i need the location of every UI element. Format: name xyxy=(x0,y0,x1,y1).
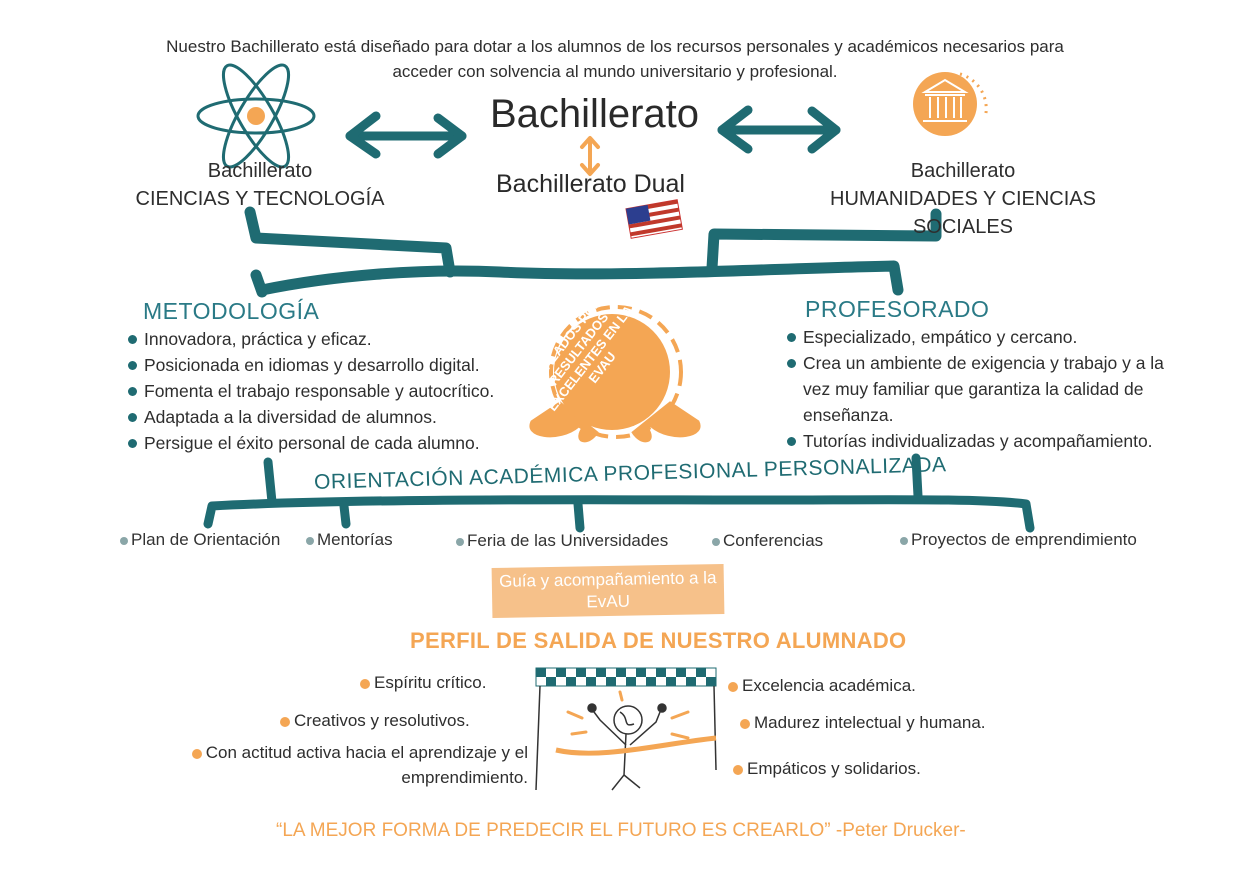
bullet-dot xyxy=(728,681,738,692)
main-title: Bachillerato xyxy=(490,92,700,136)
orientacion-item: Mentorías xyxy=(306,530,393,550)
bullet-dot xyxy=(280,716,290,727)
perfil-trait-label: Excelencia académica. xyxy=(742,676,916,695)
orientacion-item: Conferencias xyxy=(712,531,823,551)
intro-text: Nuestro Bachillerato está diseñado para … xyxy=(166,37,1064,81)
bullet-dot xyxy=(740,718,750,729)
branch-ciencias-line1: Bachillerato xyxy=(207,160,313,182)
perfil-trait: Creativos y resolutivos. xyxy=(280,708,470,733)
guide-box: Guía y acompañamiento a la EvAU xyxy=(491,563,725,619)
perfil-trait: Empáticos y solidarios. xyxy=(733,756,921,781)
branch-ciencias: Bachillerato CIENCIAS Y TECNOLOGÍA xyxy=(130,157,390,213)
bullet-dot xyxy=(120,536,128,545)
orientacion-item-label: Feria de las Universidades xyxy=(467,531,669,550)
up-down-arrow-icon xyxy=(580,136,600,176)
perfil-heading: PERFIL DE SALIDA DE NUESTRO ALUMNADO xyxy=(410,628,907,653)
perfil-trait: Con actitud activa hacia el aprendizaje … xyxy=(172,740,528,790)
bullet-dot xyxy=(306,536,314,545)
perfil-trait: Madurez intelectual y humana. xyxy=(740,710,986,735)
list-item: Especializado, empático y cercano. xyxy=(787,324,1177,350)
bullet-dot xyxy=(456,537,464,546)
list-item: Adaptada a la diversidad de alumnos. xyxy=(128,404,528,430)
double-arrow-right-icon xyxy=(717,105,841,154)
orientacion-item: Plan de Orientación xyxy=(120,530,280,550)
perfil-trait: Excelencia académica. xyxy=(728,673,916,698)
orientacion-item-label: Proyectos de emprendimiento xyxy=(911,530,1137,549)
dual-title: Bachillerato Dual xyxy=(496,170,685,198)
closing-quote: “LA MEJOR FORMA DE PREDECIR EL FUTURO ES… xyxy=(276,820,966,841)
badge-ribbon-icon xyxy=(527,305,703,445)
atom-icon xyxy=(196,63,316,169)
double-arrow-left-icon xyxy=(345,111,467,159)
branch-ciencias-line2: CIENCIAS Y TECNOLOGÍA xyxy=(135,188,385,210)
usa-flag-icon xyxy=(625,199,683,239)
metodologia-heading: METODOLOGÍA xyxy=(143,298,320,324)
top-bracket xyxy=(244,206,942,298)
perfil-trait-label: Empáticos y solidarios. xyxy=(747,759,921,778)
list-item: Posicionada en idiomas y desarrollo digi… xyxy=(128,352,528,378)
list-item: Crea un ambiente de exigencia y trabajo … xyxy=(787,350,1177,428)
orientacion-item: Proyectos de emprendimiento xyxy=(900,530,1137,550)
classical-building-icon xyxy=(913,72,988,136)
perfil-trait: Espíritu crítico. xyxy=(360,670,486,695)
perfil-trait-label: Creativos y resolutivos. xyxy=(294,711,470,730)
finish-line-runner-icon xyxy=(535,667,717,791)
profesorado-list: Especializado, empático y cercano. Crea … xyxy=(787,324,1177,454)
bullet-dot xyxy=(900,536,908,545)
branch-humanidades-line1: Bachillerato xyxy=(910,160,1016,182)
perfil-trait-label: Espíritu crítico. xyxy=(374,673,487,692)
orientacion-item-label: Mentorías xyxy=(317,530,393,549)
branch-humanidades-line2: HUMANIDADES Y CIENCIAS SOCIALES xyxy=(830,188,1096,238)
orientation-bracket xyxy=(203,453,1035,533)
orientacion-item-label: Plan de Orientación xyxy=(131,530,281,549)
orientacion-item-label: Conferencias xyxy=(723,531,824,550)
bullet-dot xyxy=(191,748,202,759)
orientacion-item: Feria de las Universidades xyxy=(456,531,668,551)
list-item: Persigue el éxito personal de cada alumn… xyxy=(128,430,528,456)
list-item: Innovadora, práctica y eficaz. xyxy=(128,326,528,352)
profesorado-heading: PROFESORADO xyxy=(805,296,990,322)
bullet-dot xyxy=(712,537,720,546)
perfil-trait-label: Madurez intelectual y humana. xyxy=(754,713,986,732)
metodologia-list: Innovadora, práctica y eficaz. Posiciona… xyxy=(128,326,528,456)
bullet-dot xyxy=(733,764,743,775)
perfil-trait-label: Con actitud activa hacia el aprendizaje … xyxy=(205,743,528,787)
branch-humanidades: Bachillerato HUMANIDADES Y CIENCIAS SOCI… xyxy=(780,157,1146,241)
list-item: Fomenta el trabajo responsable y autocrí… xyxy=(128,378,528,404)
list-item: Tutorías individualizadas y acompañamien… xyxy=(787,428,1177,454)
bullet-dot xyxy=(360,678,370,689)
